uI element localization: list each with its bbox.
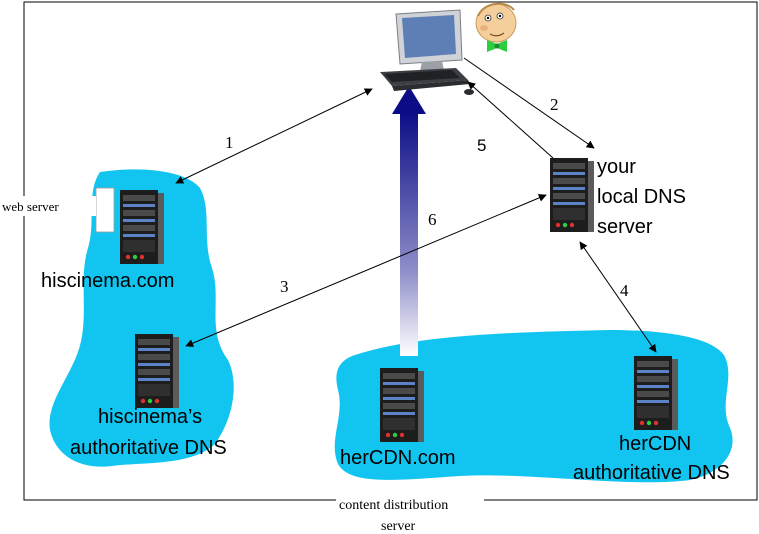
hercdn-dns-label-line2: authoritative DNS <box>573 462 730 484</box>
hercdn-content-server <box>380 368 424 442</box>
web-server-annotation: web server <box>2 199 59 214</box>
web-server-annotation-bg <box>0 196 96 216</box>
step-3-arrow <box>185 194 547 347</box>
server-icon <box>550 158 594 232</box>
local-dns-label-line2: local DNS <box>597 186 686 208</box>
step-5-arrow <box>467 81 554 159</box>
server-icon <box>380 368 424 442</box>
server-icon <box>634 356 678 430</box>
hiscinema-authoritative-dns-server <box>135 334 179 408</box>
cds-annotation-line2: server <box>381 519 416 534</box>
web-server-callout-box <box>95 187 115 233</box>
client-computer-icon <box>380 9 474 95</box>
local-dns-server <box>550 158 594 232</box>
step-1-arrow <box>175 88 373 184</box>
step-4-label: 4 <box>620 281 629 300</box>
hercdn-dns-label-line1: herCDN <box>619 433 691 455</box>
step-6-label: 6 <box>428 210 437 229</box>
server-icon <box>120 190 164 264</box>
cds-annotation-line1: content distribution <box>339 498 448 513</box>
hiscinema-dns-label-line2: authoritative DNS <box>70 437 227 459</box>
hercdn-label: herCDN.com <box>340 447 456 469</box>
content-delivery-arrow <box>392 86 426 356</box>
step-2-arrow <box>463 57 595 149</box>
step-2-label: 2 <box>550 95 559 114</box>
user-face-icon <box>475 2 517 52</box>
local-dns-label-line3: server <box>597 216 653 238</box>
hiscinema-web-label: hiscinema.com <box>41 270 174 292</box>
local-dns-label-line1: your <box>597 156 636 178</box>
step-4-arrow <box>579 241 657 353</box>
hercdn-network-cloud <box>334 330 733 483</box>
step-5-label: 5 <box>477 136 486 155</box>
server-icon <box>135 334 179 408</box>
cds-annotation-bg <box>336 490 484 502</box>
step-3-label: 3 <box>280 277 289 296</box>
step-1-label: 1 <box>225 133 234 152</box>
hercdn-authoritative-dns-server <box>634 356 678 430</box>
hiscinema-dns-label-line1: hiscinema’s <box>98 406 202 428</box>
hiscinema-web-server <box>120 190 164 264</box>
